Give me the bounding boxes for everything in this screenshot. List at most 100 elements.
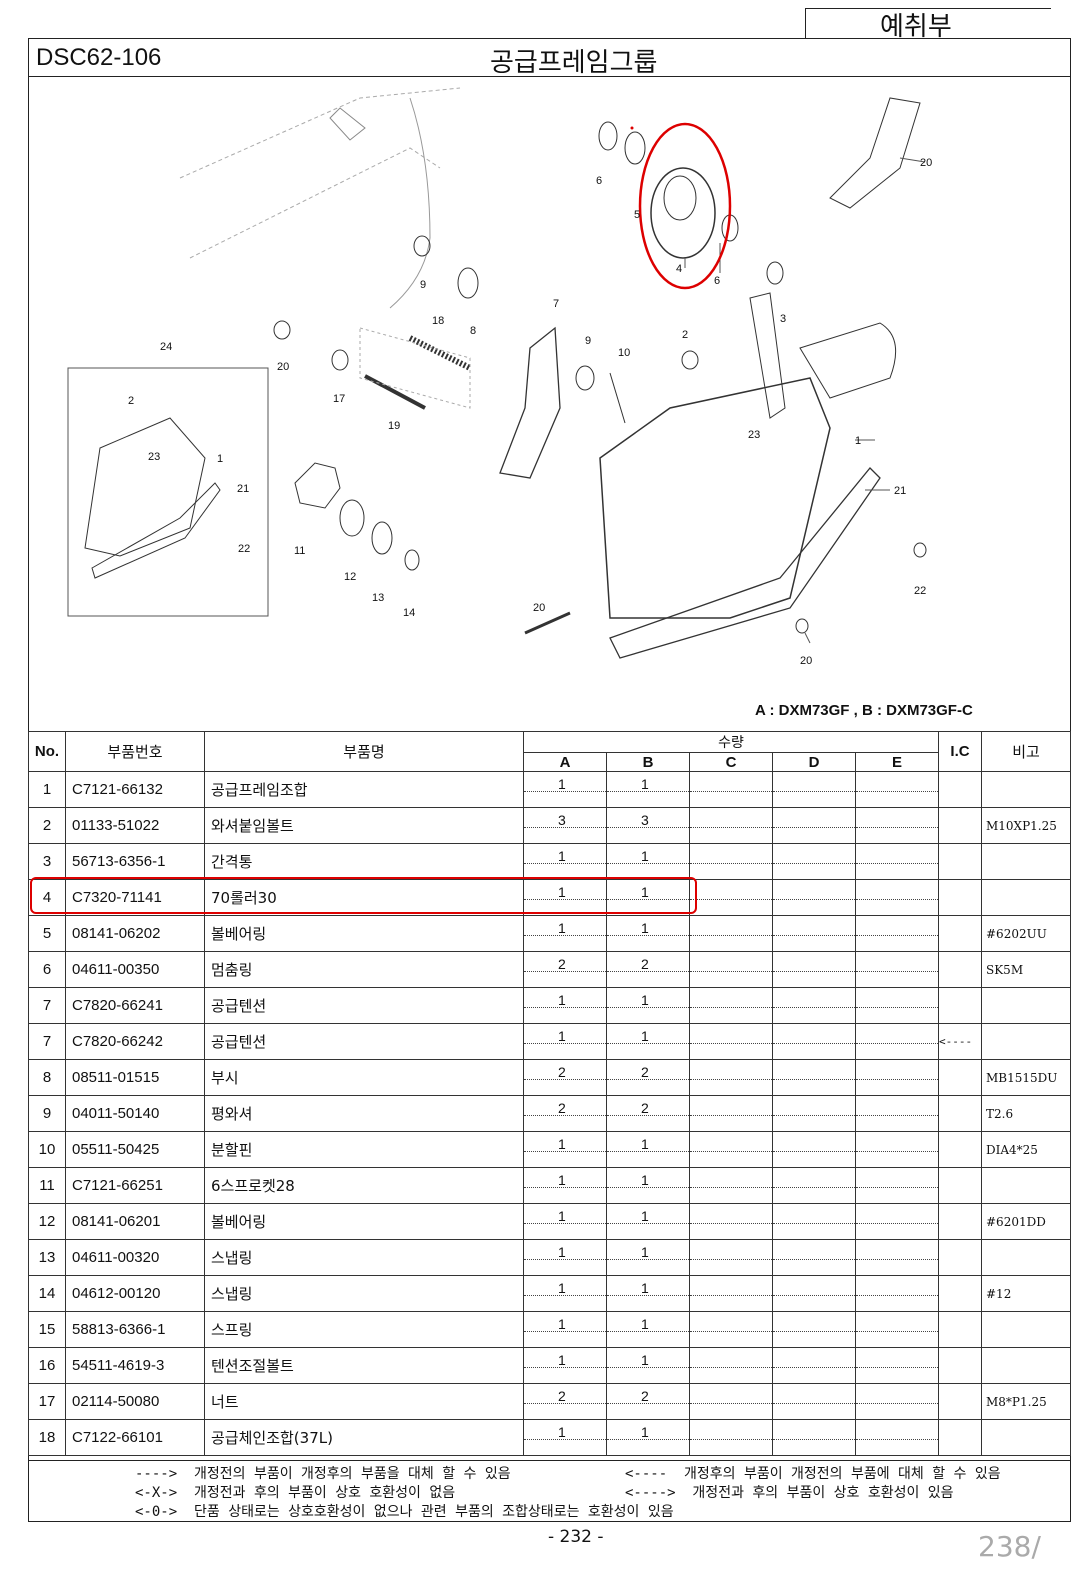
row-qty-e: [855, 771, 939, 808]
callout-label: 20: [277, 361, 289, 373]
row-qty-d: [772, 1059, 856, 1096]
callout-label: 6: [596, 175, 602, 187]
qty-value: 1: [641, 776, 649, 792]
row-remark: [981, 1023, 1071, 1060]
row-no: 18: [28, 1419, 66, 1456]
row-part-no: C7121-66251: [65, 1167, 205, 1204]
qty-value: 1: [641, 1352, 649, 1368]
callout-label: 22: [914, 585, 926, 597]
row-remark: [981, 879, 1071, 916]
row-no: 15: [28, 1311, 66, 1348]
callout-label: 22: [238, 543, 250, 555]
qty-value: 2: [558, 956, 566, 972]
row-no: 11: [28, 1167, 66, 1204]
row-ic: [938, 951, 982, 988]
row-qty-a: 3: [523, 807, 607, 844]
highlight-callout-4: [638, 122, 732, 290]
row-qty-d: [772, 1383, 856, 1420]
callout-label: 10: [618, 347, 630, 359]
row-qty-d: [772, 843, 856, 880]
callout-label: 12: [344, 571, 356, 583]
row-qty-a: 1: [523, 987, 607, 1024]
callout-label: 20: [533, 602, 545, 614]
row-part-no: C7820-66241: [65, 987, 205, 1024]
row-qty-d: [772, 807, 856, 844]
row-qty-b: 1: [606, 1131, 690, 1168]
qty-value: 2: [641, 956, 649, 972]
qty-value: 3: [558, 812, 566, 828]
row-qty-a: 1: [523, 1347, 607, 1384]
row-ic: [938, 1095, 982, 1132]
row-part-name: 공급체인조합(37L): [204, 1419, 524, 1456]
row-qty-e: [855, 1419, 939, 1456]
row-no: 7: [28, 987, 66, 1024]
row-qty-c: [689, 1275, 773, 1312]
row-qty-c: [689, 1059, 773, 1096]
row-no: 1: [28, 771, 66, 808]
row-qty-c: [689, 1311, 773, 1348]
row-part-no: 58813-6366-1: [65, 1311, 205, 1348]
callout-label: 2: [128, 395, 134, 407]
row-part-name: 스냅링: [204, 1239, 524, 1276]
row-part-name: 공급텐션: [204, 987, 524, 1024]
row-ic: [938, 915, 982, 952]
callout-label: 20: [920, 157, 932, 169]
callout-label: 20: [800, 655, 812, 667]
header-divider: [28, 76, 1071, 77]
section-tab-frame: [805, 8, 1051, 39]
row-no: 10: [28, 1131, 66, 1168]
callout-label: 6: [714, 275, 720, 287]
row-ic: <----: [938, 1023, 982, 1060]
row-qty-b: 1: [606, 771, 690, 808]
qty-value: 2: [641, 1100, 649, 1116]
qty-value: 2: [558, 1388, 566, 1404]
qty-value: 2: [558, 1064, 566, 1080]
row-qty-b: 3: [606, 807, 690, 844]
qty-value: 1: [558, 884, 566, 900]
qty-value: 1: [641, 1244, 649, 1260]
row-part-name: 볼베어링: [204, 1203, 524, 1240]
row-part-no: C7820-66242: [65, 1023, 205, 1060]
row-qty-c: [689, 951, 773, 988]
row-qty-d: [772, 1203, 856, 1240]
row-remark: [981, 987, 1071, 1024]
qty-value: 1: [558, 992, 566, 1008]
callout-label: 3: [780, 313, 786, 325]
row-ic: [938, 1239, 982, 1276]
legend-line-2-left: <-X-> 개정전과 후의 부품이 상호 호환성이 없음: [135, 1485, 456, 1501]
row-remark: [981, 1419, 1071, 1456]
header-qty-d: D: [772, 752, 856, 772]
row-part-no: 56713-6356-1: [65, 843, 205, 880]
row-qty-b: 1: [606, 1167, 690, 1204]
row-part-name: 공급텐션: [204, 1023, 524, 1060]
row-ic: [938, 771, 982, 808]
row-qty-c: [689, 915, 773, 952]
qty-value: 2: [641, 1388, 649, 1404]
qty-value: 1: [558, 1172, 566, 1188]
callout-label: 23: [748, 429, 760, 441]
qty-value: 1: [641, 1424, 649, 1440]
row-qty-e: [855, 879, 939, 916]
row-qty-e: [855, 1239, 939, 1276]
row-part-name: 스프링: [204, 1311, 524, 1348]
row-qty-d: [772, 915, 856, 952]
row-no: 2: [28, 807, 66, 844]
row-qty-d: [772, 1023, 856, 1060]
row-part-name: 스냅링: [204, 1275, 524, 1312]
row-remark: M8*P1.25: [981, 1383, 1071, 1420]
row-no: 5: [28, 915, 66, 952]
row-no: 17: [28, 1383, 66, 1420]
row-no: 9: [28, 1095, 66, 1132]
callout-label: 7: [553, 298, 559, 310]
row-remark: #6201DD: [981, 1203, 1071, 1240]
header-qty-c: C: [689, 752, 773, 772]
row-qty-b: 1: [606, 915, 690, 952]
callout-label: 18: [432, 315, 444, 327]
